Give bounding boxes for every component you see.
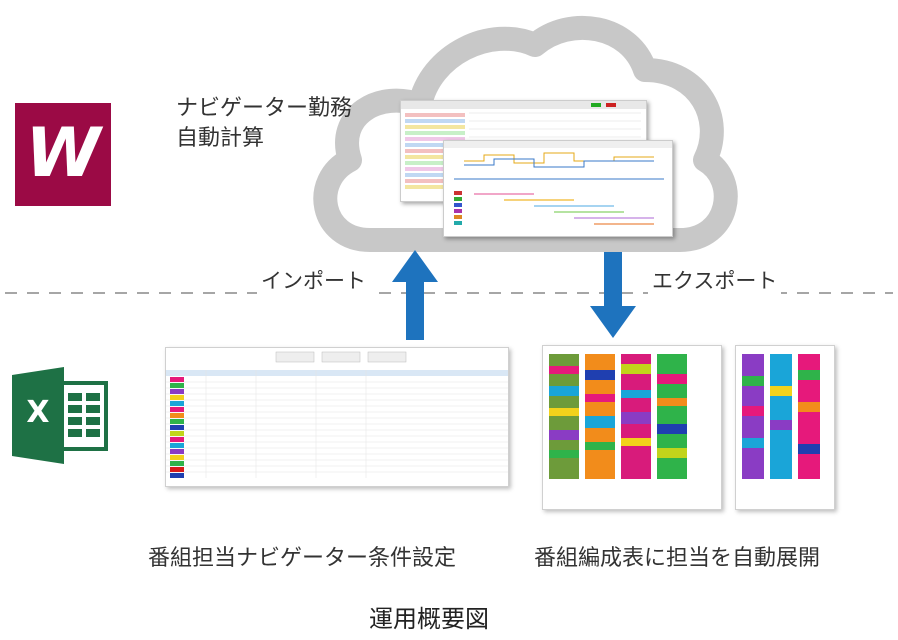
cloud-screenshot-chart bbox=[443, 140, 673, 237]
cloud-icon bbox=[313, 15, 738, 252]
left-caption: 番組担当ナビゲーター条件設定 bbox=[148, 546, 457, 571]
condition-settings-spreadsheet bbox=[165, 347, 509, 487]
import-label: インポート bbox=[257, 268, 370, 294]
w-app-logo: W bbox=[15, 103, 111, 206]
down-arrow-icon bbox=[590, 252, 636, 338]
cloud-title-line1: ナビゲーター勤務 bbox=[176, 96, 353, 121]
divider-line bbox=[5, 292, 893, 294]
right-caption: 番組編成表に担当を自動展開 bbox=[534, 546, 821, 571]
export-label: エクスポート bbox=[648, 268, 782, 294]
cloud-title-line2: 自動計算 bbox=[176, 126, 265, 151]
figure-caption: 運用概要図 bbox=[369, 605, 489, 633]
excel-logo: X bbox=[12, 367, 112, 464]
program-schedule-sheet-left bbox=[542, 345, 722, 510]
program-schedule-sheet-right bbox=[735, 345, 835, 510]
excel-logo-letter: X bbox=[26, 395, 50, 430]
up-arrow-icon bbox=[392, 250, 438, 340]
w-logo-letter: W bbox=[25, 114, 101, 193]
